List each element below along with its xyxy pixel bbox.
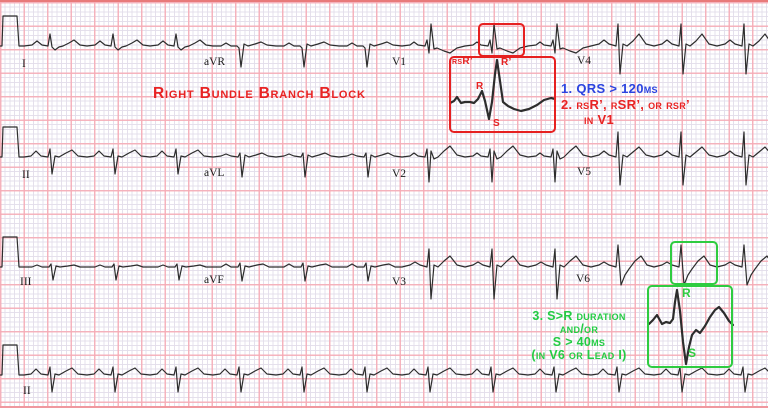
ecg-strip-row-4 [0, 344, 768, 393]
criterion-3-line-4: (in V6 or Lead I) [531, 347, 627, 362]
lead-label-avl: aVL [204, 167, 225, 179]
lead-label-v4: V4 [577, 55, 592, 67]
v6-magnified-inset-box [647, 285, 733, 368]
criterion-2-in-v1: in V1 [584, 112, 615, 127]
lead-label-avf: aVF [204, 274, 224, 286]
wave-label-rsr-prime: rsR’ [452, 56, 473, 67]
lead-label-v5: V5 [577, 166, 592, 178]
lead-label-ii: II [22, 169, 30, 181]
lead-label-i: I [22, 58, 26, 70]
ecg-strip-row-1 [0, 15, 768, 75]
lead-label-v2: V2 [392, 168, 407, 180]
wave-label-s: S [493, 118, 500, 129]
lead-label-v1: V1 [392, 56, 407, 68]
inset-trace-v6 [647, 288, 735, 366]
v1-qrs-highlight-box [478, 23, 525, 57]
figure-title: Right Bundle Branch Block [153, 85, 366, 102]
lead-label-v6: V6 [576, 273, 591, 285]
criterion-1-qrs-duration: 1. QRS > 120ms [561, 81, 658, 96]
ecg-strip-row-2 [0, 126, 768, 186]
lead-label-iii: III [20, 276, 32, 288]
wave-label-s: S [688, 346, 697, 360]
v1-magnified-inset-box [449, 56, 556, 133]
v6-qrs-highlight-box [670, 241, 718, 285]
lead-label-avr: aVR [204, 56, 226, 68]
criterion-3-line-3: S > 40ms [552, 334, 606, 349]
criterion-3-line-2: and/or [559, 321, 599, 336]
criterion-3-s-wave: 3. S>R duration and/or S > 40ms (in V6 o… [493, 310, 665, 362]
wave-label-r-prime: R’ [501, 57, 512, 68]
lead-label-ii: II [23, 385, 31, 397]
ecg-strip-row-3 [0, 236, 768, 300]
lead-label-v3: V3 [392, 276, 407, 288]
inset-trace-v1-rsr [448, 58, 557, 121]
criterion-2-rsr-pattern: 2. rsR’, rSR’, or rsr’ [561, 97, 690, 112]
criterion-3-line-1: 3. S>R duration [532, 309, 626, 323]
wave-label-r: R [476, 81, 484, 92]
wave-label-r: R [682, 286, 691, 300]
